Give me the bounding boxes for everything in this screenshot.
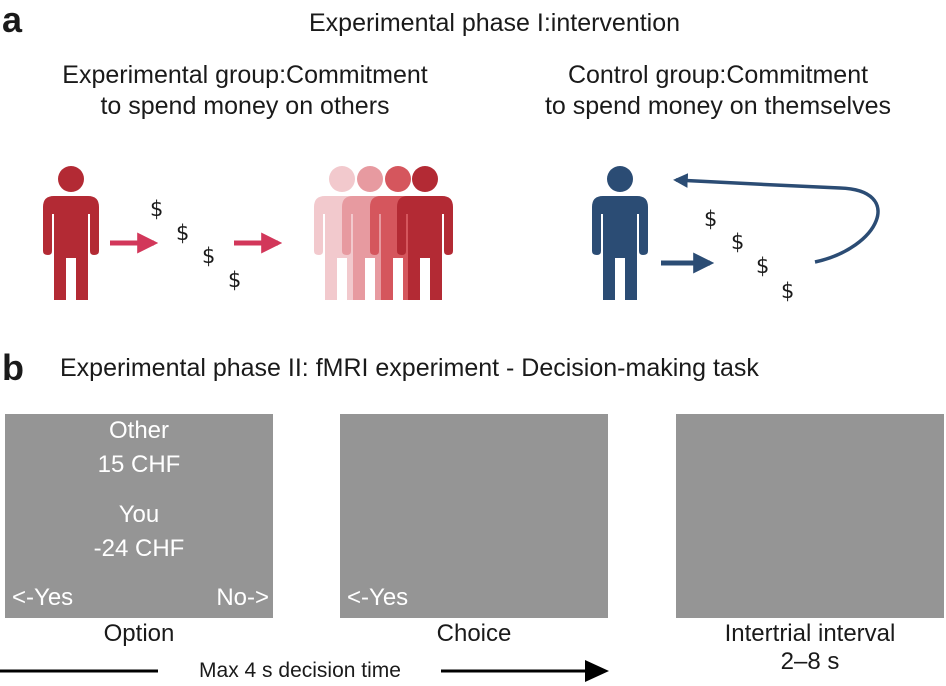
control-group-title: Control group:Commitment to spend money … (490, 60, 946, 122)
other-label: Other (108, 417, 170, 444)
yes-key-hint: <-Yes (347, 584, 409, 611)
yes-key-hint: <-Yes (12, 584, 74, 611)
control-group-title-line2: to spend money on themselves (544, 92, 892, 120)
option-screen: Other 15 CHF You -24 CHF <-Yes No-> (5, 414, 273, 618)
intertrial-label: Intertrial interval 2–8 s (676, 620, 944, 676)
experimental-group-title-line1: Experimental group:Commitment (62, 61, 428, 89)
giver-person-icon (43, 166, 99, 300)
no-key-hint: No-> (216, 584, 269, 611)
return-arrow-icon (673, 173, 880, 264)
dollar-icon: $ (756, 254, 769, 278)
choice-screen: <-Yes (340, 414, 608, 618)
dollar-icon: $ (176, 221, 189, 245)
dollar-icon: $ (202, 244, 215, 268)
timeline-label: Max 4 s decision time (199, 659, 401, 682)
other-amount: 15 CHF (97, 451, 181, 478)
panel-a-letter: a (2, 0, 23, 40)
self-person-icon (592, 166, 648, 300)
recipients-group-icon (314, 166, 453, 300)
experimental-group-title-line2: to spend money on others (100, 92, 390, 120)
dollar-icon: $ (704, 207, 717, 231)
you-amount: -24 CHF (93, 535, 185, 562)
control-group-title-line1: Control group:Commitment (567, 61, 869, 89)
panel-b-title: Experimental phase II: fMRI experiment -… (60, 354, 759, 382)
option-label: Option (103, 620, 175, 647)
choice-label: Choice (436, 620, 512, 647)
dollar-icon: $ (781, 279, 794, 303)
you-label: You (118, 501, 160, 528)
panel-b-letter: b (2, 347, 24, 388)
timeline-arrowhead-icon (585, 660, 609, 682)
dollar-icon: $ (228, 268, 241, 292)
dollar-icon: $ (731, 230, 744, 254)
panel-a-title: Experimental phase I:intervention (309, 9, 681, 37)
intertrial-label-line1: Intertrial interval (724, 620, 896, 647)
intertrial-label-line2: 2–8 s (780, 648, 840, 675)
experimental-group-title: Experimental group:Commitment to spend m… (0, 60, 490, 122)
intertrial-screen (676, 414, 944, 618)
dollar-icon: $ (150, 197, 163, 221)
